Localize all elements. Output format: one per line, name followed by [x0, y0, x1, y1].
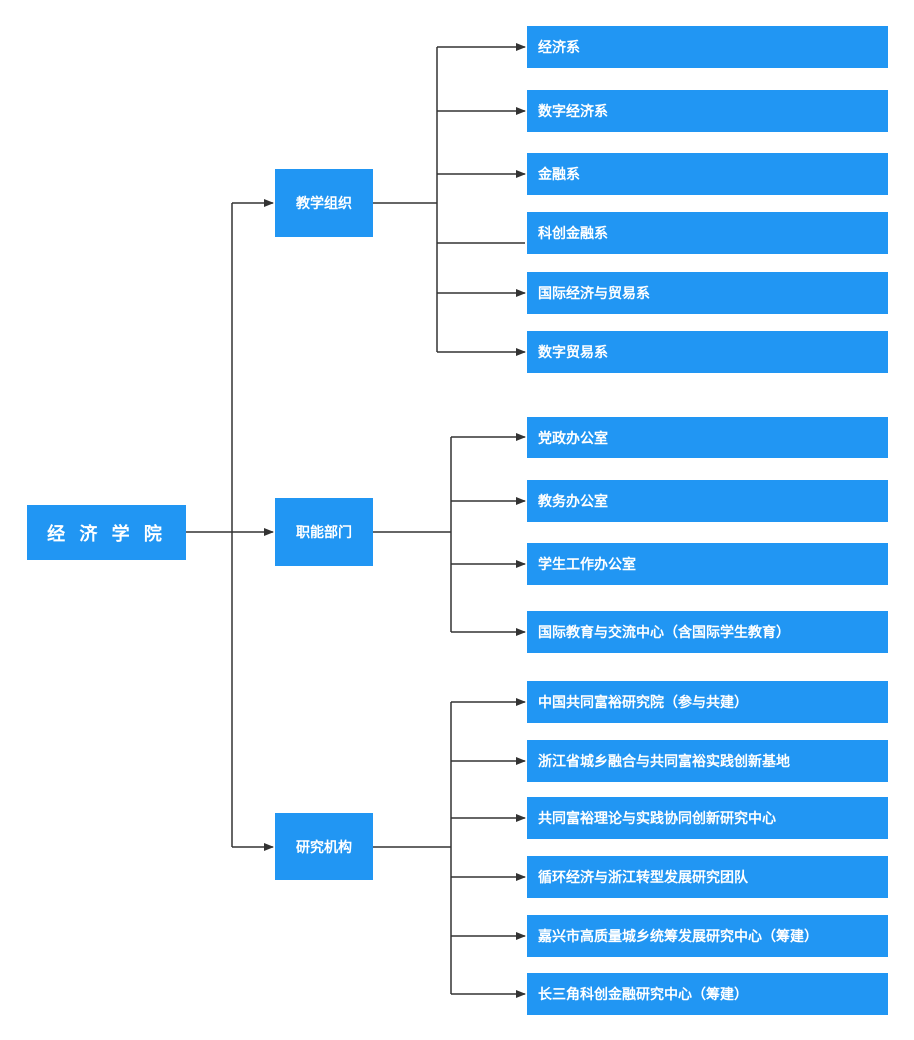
- leaf-node: 党政办公室: [527, 417, 888, 458]
- leaf-node: 共同富裕理论与实践协同创新研究中心: [527, 797, 888, 839]
- root-node: 经 济 学 院: [27, 505, 186, 560]
- leaf-node: 长三角科创金融研究中心（筹建）: [527, 973, 888, 1015]
- leaf-node: 学生工作办公室: [527, 543, 888, 585]
- leaf-node: 中国共同富裕研究院（参与共建）: [527, 681, 888, 723]
- leaf-node: 数字经济系: [527, 90, 888, 132]
- group-node-functional: 职能部门: [275, 498, 373, 566]
- connector-functional-trunk: [373, 437, 452, 632]
- connector-root-trunk: [186, 203, 233, 847]
- leaf-node: 教务办公室: [527, 480, 888, 522]
- connector-teaching-trunk: [373, 47, 438, 352]
- group-node-teaching: 教学组织: [275, 169, 373, 237]
- connector-research-trunk: [373, 702, 452, 994]
- leaf-node: 数字贸易系: [527, 331, 888, 373]
- leaf-node: 科创金融系: [527, 212, 888, 254]
- leaf-node: 嘉兴市高质量城乡统筹发展研究中心（筹建）: [527, 915, 888, 957]
- leaf-node: 国际教育与交流中心（含国际学生教育）: [527, 611, 888, 653]
- leaf-node: 国际经济与贸易系: [527, 272, 888, 314]
- leaf-node: 金融系: [527, 153, 888, 195]
- leaf-node: 经济系: [527, 26, 888, 68]
- group-node-research: 研究机构: [275, 813, 373, 880]
- leaf-node: 循环经济与浙江转型发展研究团队: [527, 856, 888, 898]
- leaf-node: 浙江省城乡融合与共同富裕实践创新基地: [527, 740, 888, 782]
